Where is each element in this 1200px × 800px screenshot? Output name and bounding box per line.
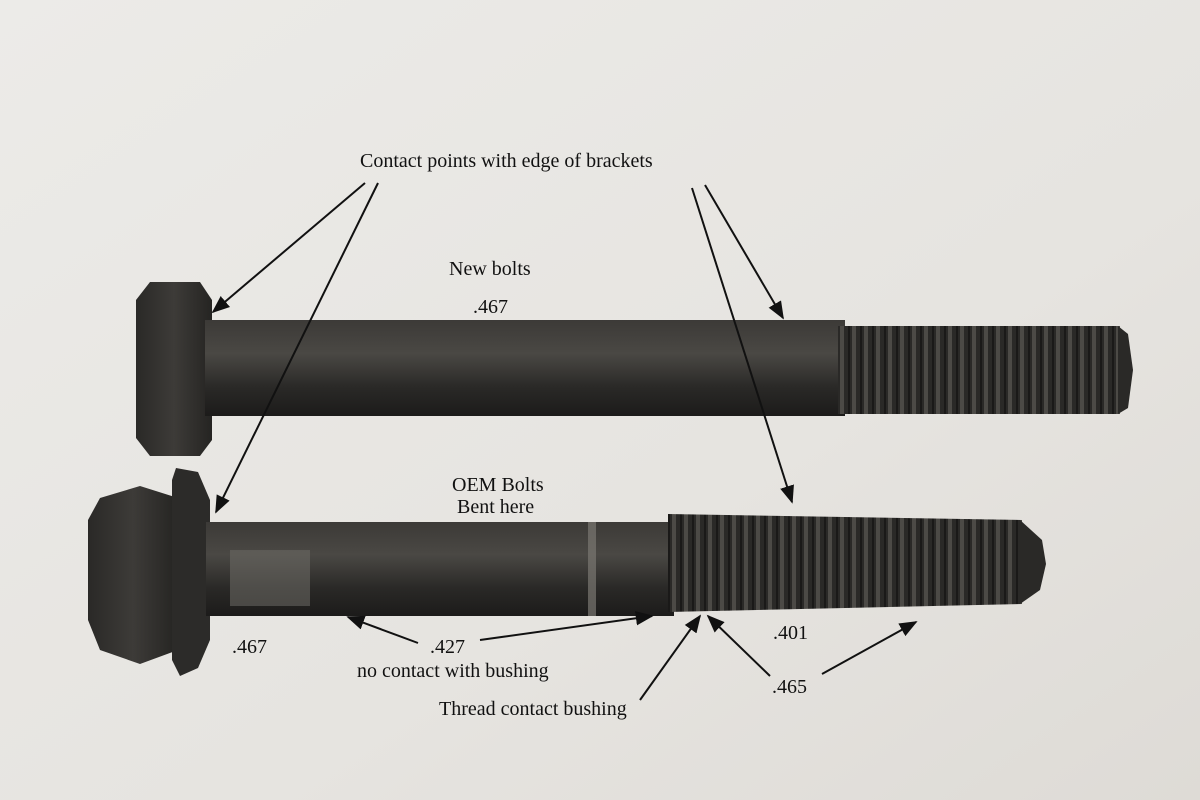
oem-head-diameter-label: .467 — [232, 636, 267, 658]
thread-major-diameter-label: .465 — [772, 676, 807, 698]
arrow-427-right — [479, 611, 654, 641]
contact-points-label: Contact points with edge of brackets — [360, 150, 653, 172]
arrow-contact-new-head — [211, 182, 366, 314]
thread-contact-label: Thread contact bushing — [439, 698, 627, 720]
arrow-465-right — [821, 621, 918, 675]
arrow-465-left — [706, 614, 771, 677]
oem-bolt-tip — [1020, 520, 1046, 604]
thread-minor-diameter-label: .401 — [773, 622, 808, 644]
oem-bolt-groove — [588, 522, 596, 616]
oem-bolt-thread — [668, 514, 1022, 612]
bent-here-label: Bent here — [457, 496, 535, 518]
shank-diameter-label: .427 — [430, 636, 465, 658]
oem-bolt-head — [88, 486, 178, 664]
oem-bolts-label: OEM Bolts — [452, 474, 544, 496]
arrow-427-left — [346, 615, 419, 644]
new-bolt — [136, 282, 1133, 456]
oem-bolt-flange — [172, 468, 210, 676]
arrow-contact-new-thread — [704, 184, 784, 320]
arrow-contact-oem-thread — [691, 187, 794, 504]
new-bolt-tip — [1118, 326, 1133, 414]
new-bolt-head — [136, 282, 212, 456]
oem-bolt — [88, 468, 1046, 676]
oem-bolt-worn-band — [230, 550, 310, 606]
no-contact-label: no contact with bushing — [357, 660, 549, 682]
new-bolts-label: New bolts — [449, 258, 531, 280]
new-bolt-thread — [838, 326, 1120, 414]
arrow-thread-contact — [639, 614, 702, 701]
new-bolt-diameter-label: .467 — [473, 296, 508, 318]
arrow-contact-oem-head — [215, 182, 379, 514]
annotation-arrows — [211, 182, 918, 701]
